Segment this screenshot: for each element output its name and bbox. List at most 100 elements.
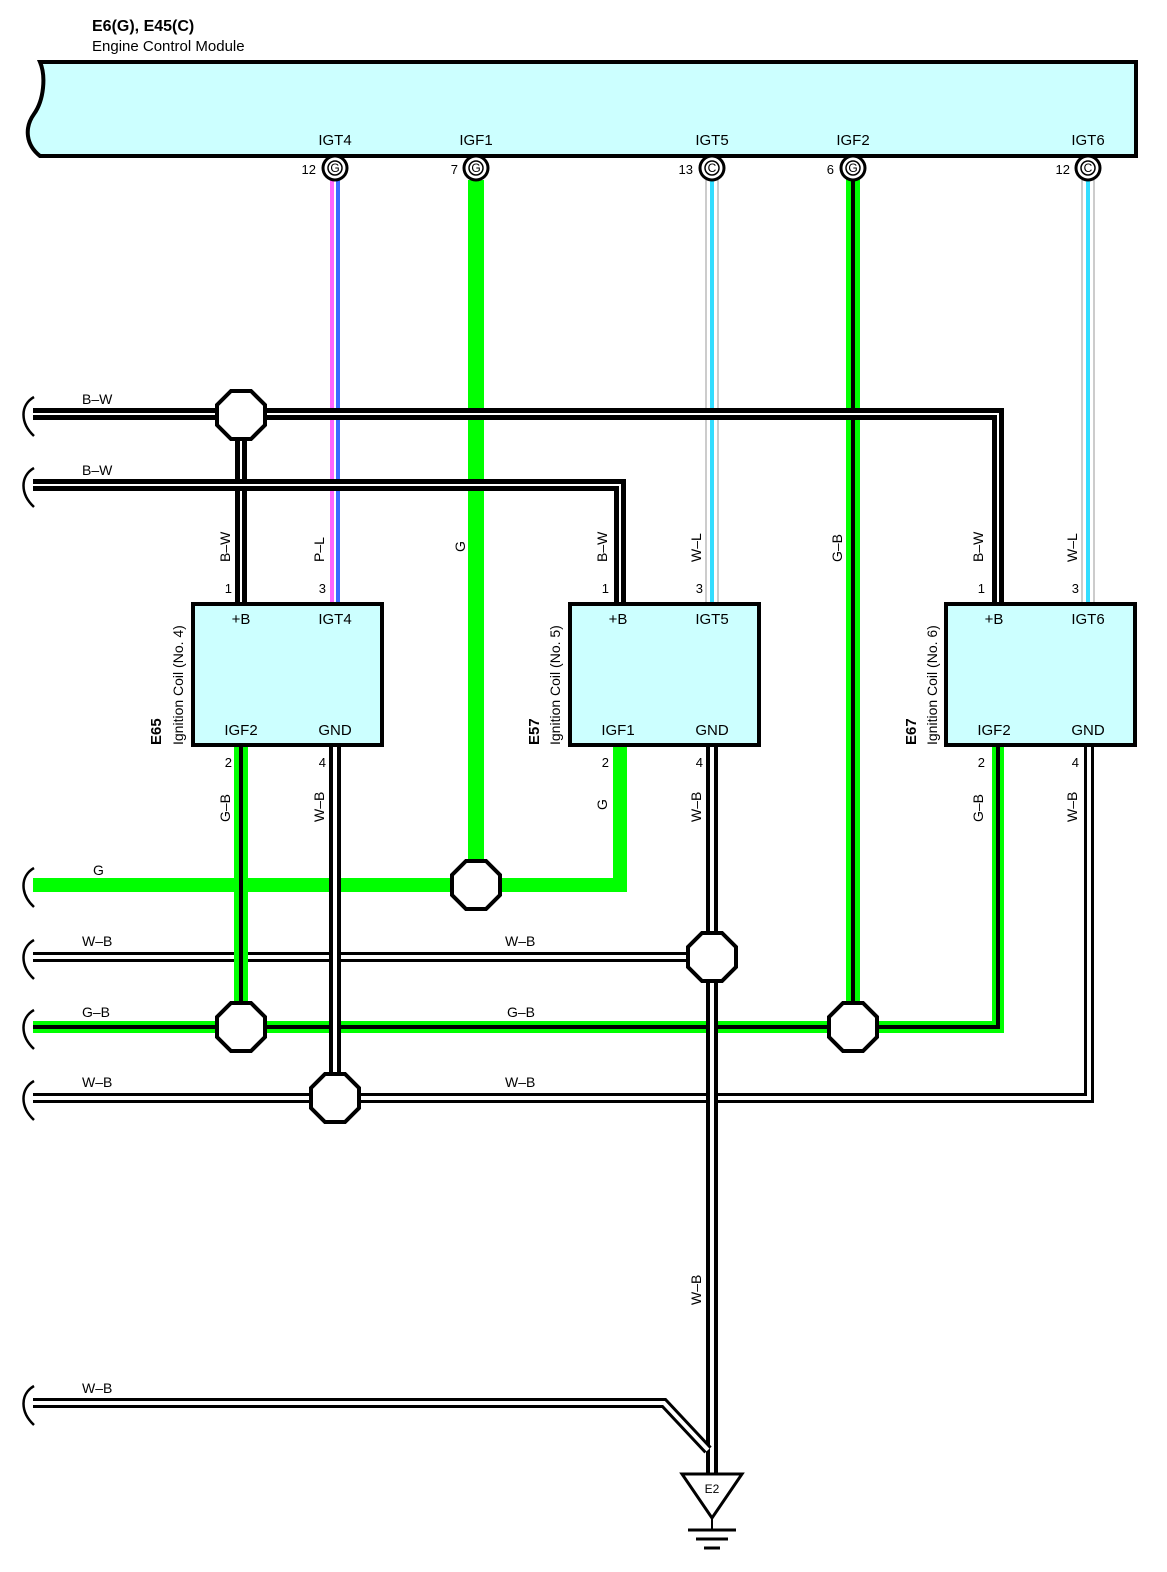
svg-text:1: 1 (225, 581, 232, 596)
coil-e67-terminal-igt: IGT6 (1071, 611, 1104, 628)
coil-e65-terminal-plusb: +B (232, 611, 251, 628)
coil-e67-terminal-igf: IGF2 (977, 722, 1010, 739)
svg-text:G: G (594, 799, 610, 810)
ground-e2: E2 (679, 1472, 745, 1550)
ecm-pin-igt4: IGT4 12 G (302, 132, 352, 182)
svg-text:IGT5: IGT5 (695, 132, 728, 149)
svg-text:W–B: W–B (688, 792, 704, 822)
wire-end-marks (22, 395, 35, 1426)
ground-e2-label: E2 (705, 1482, 720, 1496)
wire-wb-bus-2 (33, 745, 1094, 1103)
svg-text:B–W: B–W (970, 531, 986, 562)
svg-text:W–L: W–L (1064, 533, 1080, 562)
coil-e67-terminal-plusb: +B (985, 611, 1004, 628)
svg-text:G–B: G–B (217, 794, 233, 822)
svg-text:G: G (330, 161, 339, 175)
coil-e65-terminal-igf: IGF2 (224, 722, 257, 739)
svg-text:4: 4 (1072, 755, 1079, 770)
coil-e57-terminal-plusb: +B (609, 611, 628, 628)
wire-gb-bus (33, 745, 1004, 1033)
svg-text:IGT4: IGT4 (318, 132, 351, 149)
wire-e65-igf2 (234, 745, 248, 1025)
junction-wb-1 (686, 931, 738, 983)
svg-text:IGF1: IGF1 (459, 132, 492, 149)
ecm-connector-label: E6(G), E45(C) (92, 18, 194, 35)
wire-label-wb-2-mid: W–B (505, 1074, 535, 1090)
coil-e57-id: E57 (526, 718, 543, 745)
wire-g-bus (33, 745, 627, 892)
svg-text:12: 12 (302, 162, 316, 177)
wire-igt4 (329, 178, 341, 604)
wire-label-bw-2: B–W (82, 462, 113, 478)
svg-text:G: G (471, 161, 480, 175)
svg-text:4: 4 (696, 755, 703, 770)
wire-label-wb-1-mid: W–B (505, 933, 535, 949)
coil-e65-id: E65 (148, 718, 165, 745)
svg-text:2: 2 (225, 755, 232, 770)
svg-text:C: C (708, 161, 717, 175)
coil-e57-terminal-igt: IGT5 (695, 611, 728, 628)
svg-text:3: 3 (696, 581, 703, 596)
coil-e57: +B IGT5 IGF1 GND 1 3 2 4 E57 Ignition Co… (526, 531, 761, 822)
ecm-box (25, 60, 1138, 158)
coil-e65: +B IGT4 IGF2 GND 1 3 2 4 E65 Ignition Co… (148, 531, 384, 822)
ecm-pin-igt5: IGT5 13 C (679, 132, 729, 182)
svg-text:1: 1 (602, 581, 609, 596)
svg-text:IGT6: IGT6 (1071, 132, 1104, 149)
svg-text:W–B: W–B (311, 792, 327, 822)
wire-label-ground-run: W–B (688, 1275, 704, 1305)
svg-text:B–W: B–W (594, 531, 610, 562)
coil-e65-terminal-igt: IGT4 (318, 611, 351, 628)
svg-text:2: 2 (978, 755, 985, 770)
ecm-name: Engine Control Module (92, 38, 245, 55)
wire-label-igf2: G–B (829, 534, 845, 562)
ecm-pin-igf2: IGF2 6 G (827, 132, 870, 182)
wire-label-gb-mid: G–B (507, 1004, 535, 1020)
svg-text:4: 4 (319, 755, 326, 770)
wire-bw-bus-2 (33, 479, 626, 604)
svg-text:2: 2 (602, 755, 609, 770)
svg-text:7: 7 (451, 162, 458, 177)
coil-e57-name: Ignition Coil (No. 5) (547, 625, 563, 745)
svg-text:13: 13 (679, 162, 693, 177)
wire-label-igf1: G (452, 541, 468, 552)
wire-e65-gnd (329, 745, 341, 1099)
wire-igt5 (705, 177, 719, 605)
svg-text:6: 6 (827, 162, 834, 177)
wire-label-gb: G–B (82, 1004, 110, 1020)
wire-label-g-bus: G (93, 862, 104, 878)
wire-igf2 (846, 178, 860, 1004)
coil-e65-name: Ignition Coil (No. 4) (170, 625, 186, 745)
wire-label-wb-2: W–B (82, 1074, 112, 1090)
junction-gb-left (215, 1001, 267, 1053)
svg-text:B–W: B–W (217, 531, 233, 562)
wire-igt6 (1081, 177, 1095, 605)
wire-ground-trunk (706, 745, 718, 1475)
svg-text:G–B: G–B (970, 794, 986, 822)
coil-e65-terminal-gnd: GND (318, 722, 352, 739)
svg-text:P–L: P–L (311, 537, 327, 562)
svg-text:G: G (848, 161, 857, 175)
coil-e67: +B IGT6 IGF2 GND 1 3 2 4 E67 Ignition Co… (903, 531, 1137, 822)
svg-text:W–L: W–L (688, 533, 704, 562)
svg-text:3: 3 (319, 581, 326, 596)
svg-text:3: 3 (1072, 581, 1079, 596)
wire-label-wb-1: W–B (82, 933, 112, 949)
coil-e57-terminal-gnd: GND (695, 722, 729, 739)
wire-wb-bus-3 (33, 1398, 712, 1454)
junction-gb-right (827, 1001, 879, 1053)
junction-wb-2 (309, 1072, 361, 1124)
wire-bw-bus-1 (33, 408, 1004, 604)
coil-e67-terminal-gnd: GND (1071, 722, 1105, 739)
coil-e57-terminal-igf: IGF1 (601, 722, 634, 739)
wire-label-bw-1: B–W (82, 391, 113, 407)
ecm-pin-igf1: IGF1 7 G (451, 132, 493, 182)
wire-igf1 (468, 180, 484, 862)
junction-g (450, 859, 502, 911)
svg-text:1: 1 (978, 581, 985, 596)
ecm-pin-igt6: IGT6 12 C (1056, 132, 1105, 182)
svg-text:W–B: W–B (1064, 792, 1080, 822)
wire-label-wb-3: W–B (82, 1380, 112, 1396)
svg-text:12: 12 (1056, 162, 1070, 177)
